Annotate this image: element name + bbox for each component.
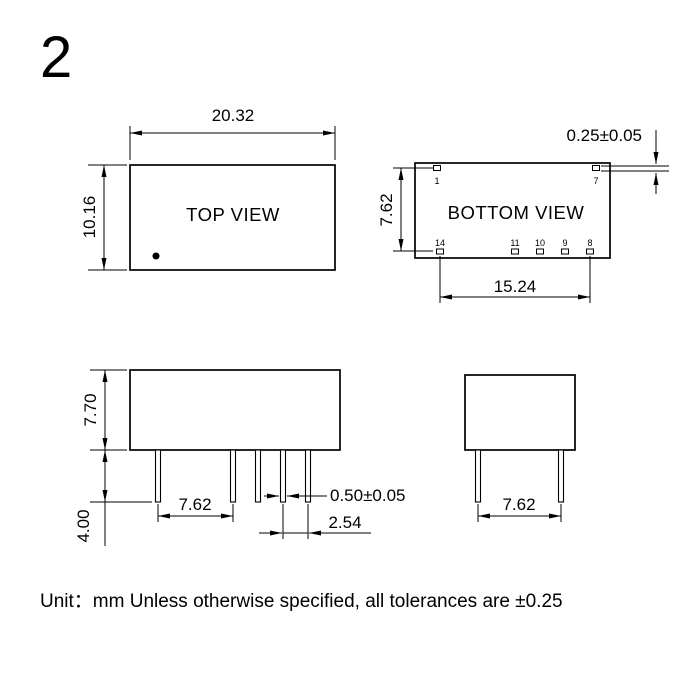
pin1-indicator-dot xyxy=(152,252,160,260)
front-view-pin-pitch-dimension: 2.54 xyxy=(259,504,371,539)
front-view-body xyxy=(129,369,341,451)
top-view-height-value: 10.16 xyxy=(80,196,99,239)
bottom-view-row-span-dimension: 7.62 xyxy=(377,167,433,252)
front-pin-9 xyxy=(279,449,287,503)
bottom-view-row-span-value: 7.62 xyxy=(377,193,396,226)
side-pin-left xyxy=(474,449,482,503)
top-view-body xyxy=(129,164,336,271)
front-view: 7.70 4.00 7.62 0.50±0.05 xyxy=(74,369,406,546)
front-view-pin-width-dimension: 0.50±0.05 xyxy=(264,486,406,505)
pad-11 xyxy=(511,248,519,255)
pad-9-label: 9 xyxy=(562,238,567,248)
front-view-pin-gap-value: 7.62 xyxy=(178,495,211,514)
bottom-view-pad-thickness-value: 0.25±0.05 xyxy=(566,126,642,145)
top-view-width-value: 20.32 xyxy=(212,106,255,125)
pad-9 xyxy=(561,248,569,255)
pad-7-label: 7 xyxy=(593,176,598,186)
side-pin-right xyxy=(557,449,565,503)
front-view-pin-length-dimension: 4.00 xyxy=(74,450,152,546)
side-view-body xyxy=(464,374,576,451)
top-view-height-dimension: 10.16 xyxy=(80,164,127,271)
front-view-pin-pitch-value: 2.54 xyxy=(328,513,361,532)
front-view-pins xyxy=(154,449,312,503)
side-view-pin-span-value: 7.62 xyxy=(502,495,535,514)
bottom-view-top-pads: 1 7 xyxy=(433,165,600,186)
top-view-label: TOP VIEW xyxy=(186,204,280,225)
bottom-view-pad-thickness-dimension: 0.25±0.05 xyxy=(566,126,669,194)
top-view-width-dimension: 20.32 xyxy=(129,106,336,160)
bottom-view: BOTTOM VIEW 1 7 14 11 10 9 8 7.62 xyxy=(377,126,669,303)
bottom-view-pin-row-width-dimension: 15.24 xyxy=(439,256,591,303)
pad-1 xyxy=(433,165,441,171)
page-number: 2 xyxy=(40,25,72,90)
pad-14 xyxy=(436,248,444,255)
front-pin-8 xyxy=(304,449,312,503)
pad-1-label: 1 xyxy=(434,176,439,186)
pad-11-label: 11 xyxy=(510,238,519,248)
front-pin-14 xyxy=(154,449,162,503)
front-view-body-height-value: 7.70 xyxy=(81,393,100,426)
top-view: TOP VIEW 20.32 10.16 xyxy=(80,106,336,271)
side-view-pins xyxy=(474,449,565,503)
front-view-body-height-dimension: 7.70 xyxy=(81,369,127,451)
bottom-view-pin-row-width-value: 15.24 xyxy=(494,277,537,296)
pad-10 xyxy=(536,248,544,255)
bottom-view-body xyxy=(414,162,611,259)
bottom-view-label: BOTTOM VIEW xyxy=(448,202,585,223)
side-view: 7.62 xyxy=(464,374,576,522)
pad-8-label: 8 xyxy=(587,238,592,248)
bottom-view-bottom-pads: 14 11 10 9 8 xyxy=(435,238,594,255)
front-view-pin-gap-dimension: 7.62 xyxy=(157,495,234,522)
pad-7 xyxy=(592,165,600,171)
pad-8 xyxy=(586,248,594,255)
pad-14-label: 14 xyxy=(435,238,445,248)
pad-10-label: 10 xyxy=(535,238,545,248)
unit-note: Unit：mm Unless otherwise specified, all … xyxy=(40,591,563,612)
front-pin-10 xyxy=(254,449,262,503)
front-view-pin-length-value: 4.00 xyxy=(74,509,93,542)
front-view-pin-width-value: 0.50±0.05 xyxy=(330,486,406,505)
front-pin-11 xyxy=(229,449,237,503)
side-view-pin-span-dimension: 7.62 xyxy=(477,495,562,522)
